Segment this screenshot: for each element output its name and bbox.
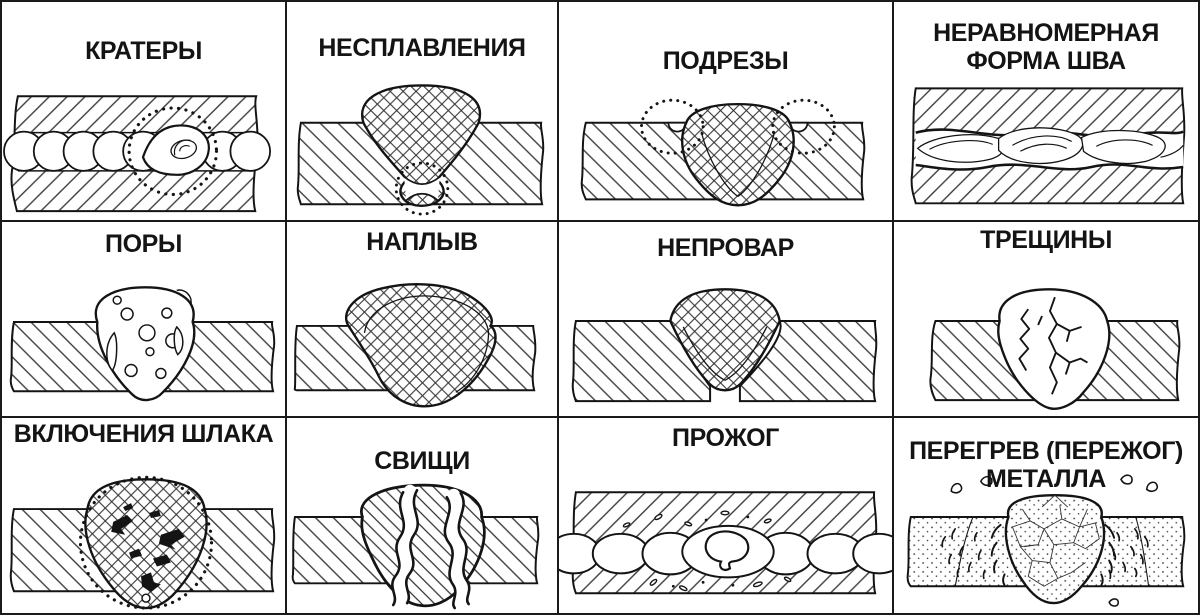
defect-label: ТРЕЩИНЫ — [980, 226, 1112, 254]
defect-label: НЕРАВНОМЕРНАЯ ФОРМА ШВА — [933, 19, 1159, 75]
defect-cell-undercuts: ПОДРЕЗЫ — [559, 2, 892, 220]
lack-of-penetration-illustration — [571, 288, 878, 403]
defect-label: НЕСПЛАВЛЕНИЯ — [318, 34, 526, 62]
defect-label: НЕПРОВАР — [657, 234, 794, 262]
pores-illustration — [9, 286, 276, 402]
defect-cell-cracks: ТРЕЩИНЫ — [894, 222, 1198, 416]
craters-illustration — [3, 95, 271, 213]
defect-label: КРАТЕРЫ — [85, 37, 202, 65]
defect-cell-slag-inclusions: ВКЛЮЧЕНИЯ ШЛАКА — [2, 418, 285, 613]
defect-cell-lack-of-fusion: НЕСПЛАВЛЕНИЯ — [287, 2, 557, 220]
slag-inclusions-illustration — [9, 475, 276, 610]
defect-cell-overlap: НАПЛЫВ — [287, 222, 557, 416]
defect-label: СВИЩИ — [374, 447, 470, 475]
undercuts-illustration — [580, 98, 866, 207]
uneven-seam-illustration — [910, 87, 1186, 205]
defect-cell-lack-of-penetration: НЕПРОВАР — [559, 222, 892, 416]
cracks-illustration — [929, 288, 1181, 410]
lack-of-fusion-illustration — [296, 84, 545, 216]
defect-cell-overheating: ПЕРЕГРЕВ (ПЕРЕЖОГ) МЕТАЛЛА — [894, 418, 1198, 613]
defect-label: ПРОЖОГ — [672, 424, 779, 452]
fistulas-illustration — [291, 483, 540, 613]
defect-cell-pores: ПОРЫ — [2, 222, 285, 416]
burn-through-illustration — [559, 491, 892, 595]
defect-cell-uneven-seam: НЕРАВНОМЕРНАЯ ФОРМА ШВА — [894, 2, 1198, 220]
defect-label: ВКЛЮЧЕНИЯ ШЛАКА — [13, 420, 274, 448]
overheating-illustration — [906, 474, 1186, 607]
defect-cell-craters: КРАТЕРЫ — [2, 2, 285, 220]
defect-label: НАПЛЫВ — [366, 228, 478, 256]
defect-cell-burn-through: ПРОЖОГ — [559, 418, 892, 613]
defect-label: ПОДРЕЗЫ — [662, 47, 789, 75]
defect-label: ПОРЫ — [105, 230, 182, 258]
defect-cell-fistulas: СВИЩИ — [287, 418, 557, 613]
overlap-illustration — [293, 283, 537, 408]
defect-label: ПЕРЕГРЕВ (ПЕРЕЖОГ) МЕТАЛЛА — [909, 437, 1183, 493]
